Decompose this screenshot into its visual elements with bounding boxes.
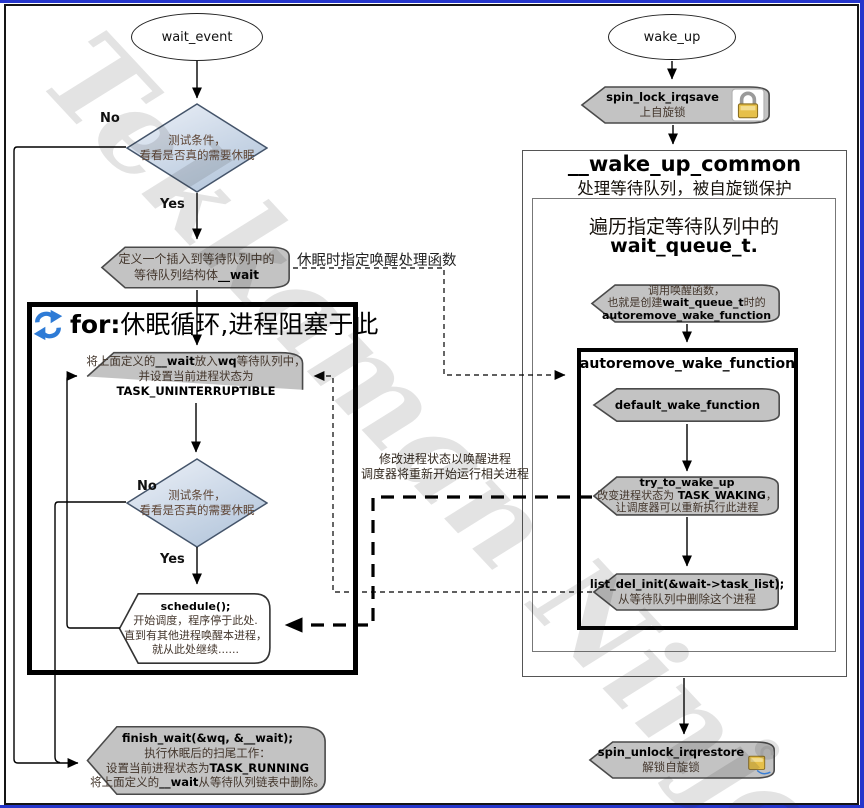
schedule-box: schedule();开始调度，程序停于此处.直到有其他进程唤醒本进程，就从此处… [118,590,273,667]
decision-test-condition-1: 测试条件，看看是否真的需要休眠 [126,103,268,193]
label-no-2: No [137,479,157,494]
display-shape [118,590,273,667]
display-shape [588,740,778,780]
wake-up-label: wake_up [643,29,701,45]
wait-event-label: wait_event [161,29,233,45]
display-shape [592,475,782,517]
bottom-blue-border [0,805,864,808]
for-loop-title: for:休眠循环,进程阻塞于此 [32,308,378,342]
schedule-text: schedule();开始调度，程序停于此处.直到有其他进程唤醒本进程，就从此处… [124,600,267,656]
padlock-closed-icon [731,88,765,122]
start-node-wait-event: wait_event [131,13,263,61]
define-wait-box: 定义一个插入到等待队列中的等待队列结构体__wait [100,245,293,290]
finish-wait-text: finish_wait(&wq, &__wait);执行休眠后的扫尾工作：设置当… [90,731,325,790]
top-blue-border [0,0,864,3]
padlock-open-icon [748,745,774,775]
define-wait-text: 定义一个插入到等待队列中的等待队列结构体__wait [118,252,275,282]
annotation-wake-fn: 休眠时指定唤醒处理函数 [297,253,457,269]
label-yes-2: Yes [160,552,185,567]
display-shape [592,387,783,423]
right-blue-border [860,0,864,808]
start-node-wake-up: wake_up [608,14,736,60]
display-shape [100,245,293,290]
diagram-frame [4,4,859,805]
list-del-init-text: list_del_init(&wait->task_list);从等待队列中删除… [589,577,785,606]
diamond-shape [126,103,268,193]
iterate-queue-title-line1: 遍历指定等待队列中的 [588,216,779,238]
decision-test-condition-2: 测试条件，看看是否真的需要休眠 [126,458,268,548]
label-no-1: No [100,111,120,126]
default-wake-function-box: default_wake_function [592,387,783,423]
iterate-queue-title-line2: wait_queue_t. [610,235,758,257]
autoremove-wake-function-title: autoremove_wake_function [579,356,796,372]
annotation-modify-state: 修改进程状态以唤醒进程调度器将重新开始运行相关进程 [360,452,529,482]
decision-1-text: 测试条件，看看是否真的需要休眠 [139,133,255,162]
display-shape [580,85,773,125]
display-shape [590,283,783,324]
sync-arrows-icon [33,309,63,341]
wake-up-common-title: __wake_up_common [567,152,802,176]
wake-up-common-subtitle: 处理等待队列，被自旋锁保护 [577,179,792,198]
for-loop-title-text: for:休眠循环,进程阻塞于此 [70,310,379,339]
finish-wait-box: finish_wait(&wq, &__wait);执行休眠后的扫尾工作：设置当… [85,723,330,798]
display-shape [85,723,330,798]
display-shape [592,572,782,612]
default-wake-function-text: default_wake_function [614,397,761,412]
label-yes-1: Yes [160,197,185,212]
list-del-init-box: list_del_init(&wait->task_list);从等待队列中删除… [589,572,785,612]
decision-2-text: 测试条件，看看是否真的需要休眠 [139,488,255,517]
